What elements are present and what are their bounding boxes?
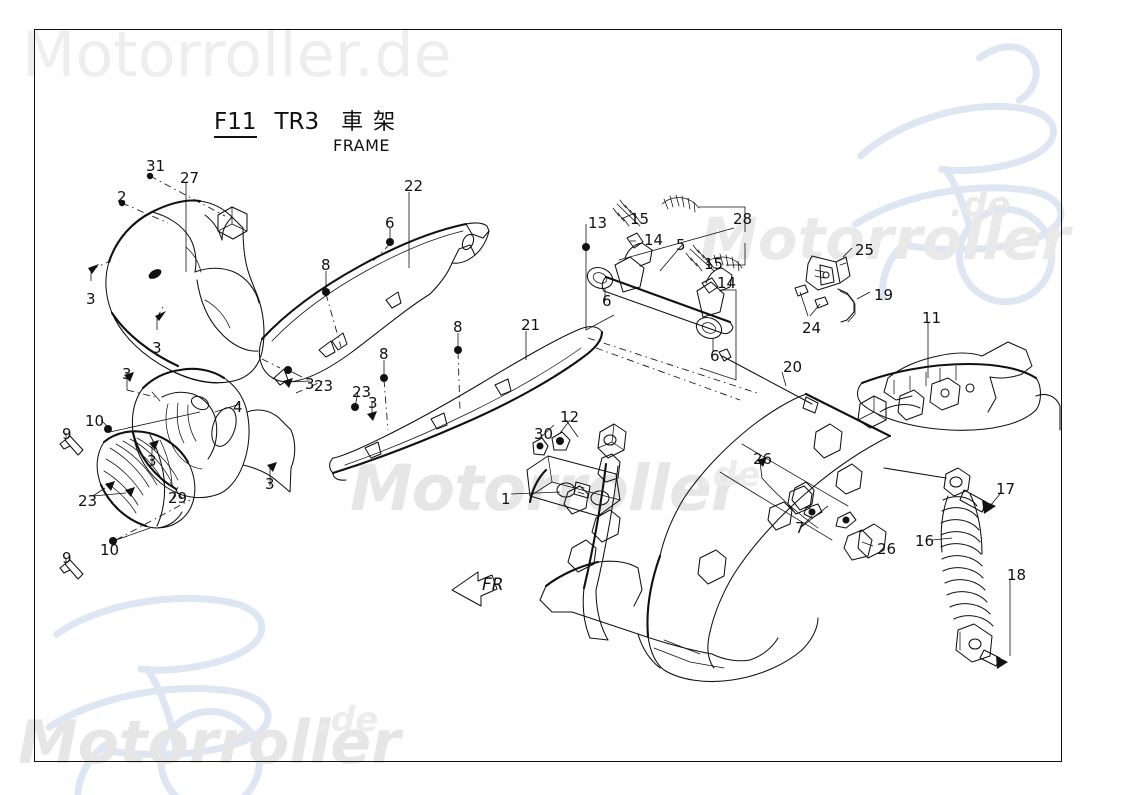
callout-number: 15 — [630, 210, 650, 228]
callout-number: 18 — [1007, 566, 1027, 584]
callout-number: 30 — [534, 425, 554, 443]
part-battery-box-and-switch — [511, 420, 626, 640]
fr-direction-arrow — [452, 572, 497, 606]
figure-code: F11 — [214, 109, 257, 138]
callout-number: 8 — [453, 318, 463, 336]
part-rear-shock-absorber — [884, 468, 1010, 669]
part-frame-clamps — [757, 457, 873, 560]
callout-number: 28 — [733, 210, 753, 228]
callout-number: 6 — [710, 347, 720, 365]
callout-number: 13 — [588, 214, 608, 232]
callout-number: 8 — [379, 345, 389, 363]
callout-number: 26 — [877, 540, 897, 558]
callout-number: 25 — [855, 241, 875, 259]
callout-number: 21 — [521, 316, 541, 334]
callout-number: 29 — [168, 489, 188, 507]
callout-number: 2 — [117, 188, 127, 206]
callout-number: 3 — [86, 290, 96, 308]
callout-number: 9 — [62, 425, 72, 443]
part-footrest-linkage — [582, 195, 760, 400]
callout-number: 14 — [644, 231, 664, 249]
part-long-bolt-20 — [719, 349, 818, 413]
callout-number: 6 — [602, 292, 612, 310]
callout-number: 3 — [265, 475, 275, 493]
callout-number: 23 — [352, 383, 372, 401]
callout-number: 19 — [874, 286, 894, 304]
callout-number: 12 — [560, 408, 580, 426]
callout-number: 31 — [146, 157, 166, 175]
callout-number: 10 — [85, 412, 105, 430]
leaders-side-panels — [262, 192, 526, 430]
part-leg-shield-inner — [106, 200, 264, 383]
callout-number: 4 — [233, 398, 243, 416]
callout-number: 8 — [321, 256, 331, 274]
callout-number: 14 — [717, 274, 737, 292]
callout-number: 1 — [501, 490, 511, 508]
title-block: F11 TR3 車架 — [214, 104, 406, 138]
callout-number: 11 — [922, 309, 942, 327]
part-front-grille — [97, 431, 195, 528]
callout-number: 5 — [676, 236, 686, 254]
part-main-frame — [540, 342, 1060, 682]
fr-label: FR — [482, 575, 504, 595]
drawing-border — [34, 29, 1062, 762]
callout-number: 16 — [915, 532, 935, 550]
part-inner-floor-cover — [132, 369, 294, 498]
callout-number: 22 — [404, 177, 424, 195]
callout-number: 6 — [385, 214, 395, 232]
callout-number: 23 — [78, 492, 98, 510]
title-latin: FRAME — [333, 136, 391, 155]
model-code: TR3 — [274, 109, 320, 135]
callout-number: 7 — [795, 519, 805, 537]
callout-number: 24 — [802, 319, 822, 337]
callout-number: 20 — [783, 358, 803, 376]
callout-number: 3 — [368, 394, 378, 412]
callout-number: 23 — [314, 377, 334, 395]
leaders-leg-shield — [88, 172, 225, 330]
callout-number: 9 — [62, 549, 72, 567]
callout-number: 15 — [704, 255, 724, 273]
callout-number: 27 — [180, 169, 200, 187]
callout-number: 10 — [100, 541, 120, 559]
part-side-trim-21 — [330, 327, 602, 481]
callout-number: 3 — [152, 339, 162, 357]
title-cjk: 車架 — [341, 110, 406, 135]
part-seat-lock-bracket — [795, 248, 870, 322]
part-side-cover-22 — [259, 223, 489, 385]
callout-number: 17 — [996, 480, 1016, 498]
callout-number: 3 — [122, 365, 132, 383]
callout-number: 26 — [753, 450, 773, 468]
callout-number: 3 — [147, 452, 157, 470]
leaders-left-cluster — [60, 372, 277, 579]
callout-number: 3 — [305, 375, 315, 393]
